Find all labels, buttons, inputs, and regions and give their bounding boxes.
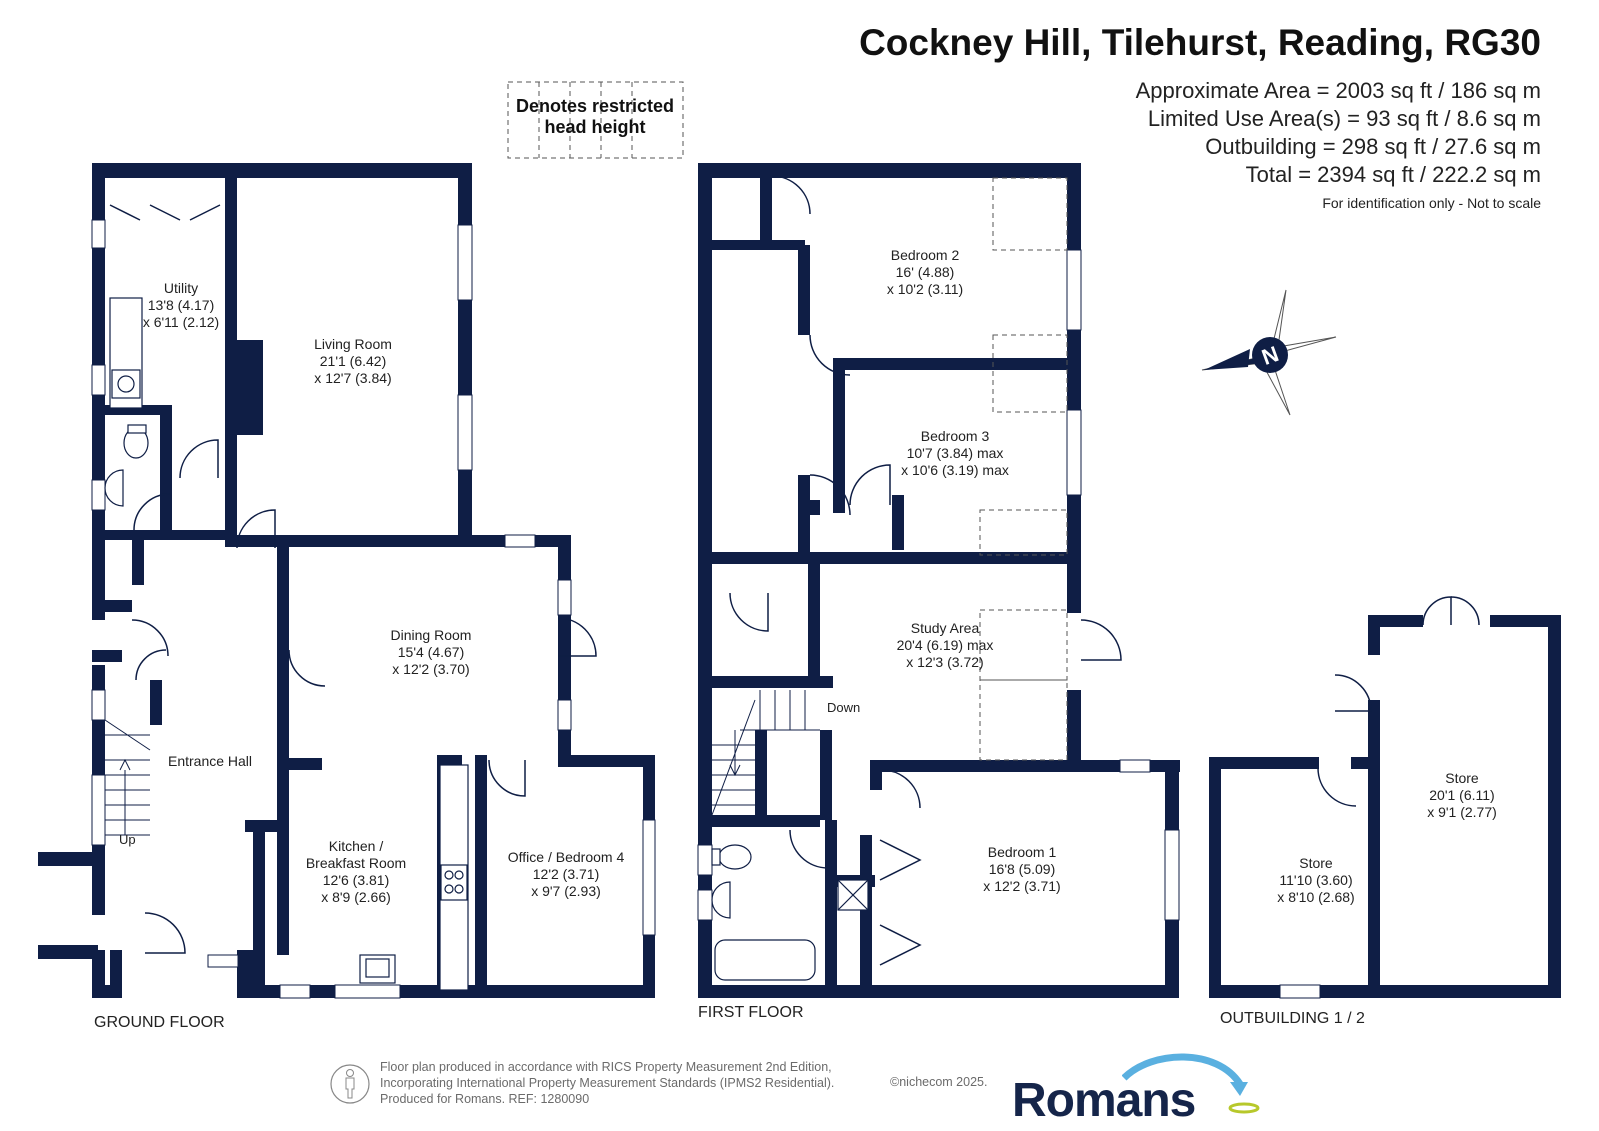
room-dim: x 8'10 (2.68): [1277, 889, 1355, 905]
room-kitchen: Kitchen / Breakfast Room 12'6 (3.81) x 8…: [306, 838, 406, 906]
restricted-height-legend: Denotes restricted head height: [506, 96, 684, 138]
room-store-2: Store 20'1 (6.11) x 9'1 (2.77): [1427, 770, 1497, 821]
room-name: Utility: [163, 280, 199, 296]
room-dim: x 10'2 (3.11): [886, 281, 964, 297]
outbuilding-walls: [1209, 615, 1561, 998]
stairs-up-label: Up: [119, 832, 136, 847]
footer-disclaimer: Floor plan produced in accordance with R…: [380, 1059, 834, 1107]
room-name: Entrance Hall: [167, 753, 253, 769]
room-dim: x 10'6 (3.19) max: [901, 462, 1009, 478]
room-dim: x 12'7 (3.84): [314, 370, 392, 386]
room-dim: 10'7 (3.84) max: [906, 445, 1004, 461]
rics-person-icon: [330, 1064, 370, 1104]
room-name: Bedroom 2: [890, 247, 960, 263]
room-dim: x 6'11 (2.12): [142, 314, 220, 330]
room-dim: 13'8 (4.17): [147, 297, 215, 313]
room-dim: 12'6 (3.81): [322, 872, 390, 888]
legend-line-2: head height: [544, 117, 646, 137]
footer-copyright: ©nichecom 2025.: [890, 1075, 988, 1089]
room-dim: 20'1 (6.11): [1429, 787, 1495, 803]
footer-line-1: Floor plan produced in accordance with R…: [380, 1060, 832, 1074]
room-name: Bedroom 3: [920, 428, 990, 444]
room-office: Office / Bedroom 4 12'2 (3.71) x 9'7 (2.…: [508, 849, 624, 900]
room-store-1: Store 11'10 (3.60) x 8'10 (2.68): [1277, 855, 1354, 906]
romans-logo: Romans: [1012, 1074, 1196, 1127]
limited-use-area-text: Limited Use Area(s) = 93 sq ft / 8.6 sq …: [1147, 106, 1541, 131]
room-living: Living Room 21'1 (6.42) x 12'7 (3.84): [314, 336, 392, 387]
property-address-title: Cockney Hill, Tilehurst, Reading, RG30: [859, 22, 1541, 63]
room-dim: 20'4 (6.19) max: [896, 637, 994, 653]
ground-floor-label: GROUND FLOOR: [94, 1014, 225, 1031]
room-name: Store: [1299, 855, 1333, 871]
room-bedroom-3: Bedroom 3 10'7 (3.84) max x 10'6 (3.19) …: [901, 428, 1009, 479]
room-entrance-hall: Entrance Hall: [168, 753, 252, 770]
room-name: Bedroom 1: [987, 844, 1057, 860]
room-bedroom-2: Bedroom 2 16' (4.88) x 10'2 (3.11): [887, 247, 963, 298]
room-dining: Dining Room 15'4 (4.67) x 12'2 (3.70): [391, 627, 472, 678]
room-dim: 21'1 (6.42): [319, 353, 387, 369]
footer-line-2: Incorporating International Property Mea…: [380, 1076, 835, 1090]
room-dim: x 9'7 (2.93): [531, 883, 601, 899]
footer-line-3: Produced for Romans. REF: 1280090: [380, 1092, 590, 1106]
room-dim: 12'2 (3.71): [532, 866, 600, 882]
room-name: Dining Room: [390, 627, 472, 643]
room-name: Kitchen /: [328, 838, 384, 854]
room-utility: Utility 13'8 (4.17) x 6'11 (2.12): [143, 280, 219, 331]
approximate-area-text: Approximate Area = 2003 sq ft / 186 sq m: [1135, 78, 1541, 103]
outbuilding-label: OUTBUILDING 1 / 2: [1220, 1010, 1365, 1027]
romans-logo-swoosh-icon: [1122, 1053, 1260, 1114]
room-name: Breakfast Room: [305, 855, 407, 871]
compass-rose-icon: N: [1201, 289, 1337, 416]
legend-line-1: Denotes restricted: [515, 96, 675, 116]
room-dim: x 12'2 (3.70): [392, 661, 470, 677]
room-dim: 11'10 (3.60): [1279, 872, 1353, 888]
room-bedroom-1: Bedroom 1 16'8 (5.09) x 12'2 (3.71): [983, 844, 1060, 895]
room-study-area: Study Area 20'4 (6.19) max x 12'3 (3.72): [897, 620, 994, 671]
room-dim: x 12'2 (3.71): [983, 878, 1061, 894]
room-name: Study Area: [910, 620, 980, 636]
room-dim: 15'4 (4.67): [397, 644, 465, 660]
room-name: Living Room: [314, 336, 392, 352]
room-name: Office / Bedroom 4: [507, 849, 625, 865]
total-area-text: Total = 2394 sq ft / 222.2 sq m: [1245, 162, 1541, 187]
identification-note: For identification only - Not to scale: [1322, 195, 1541, 211]
first-floor-label: FIRST FLOOR: [698, 1004, 804, 1021]
room-name: Store: [1445, 770, 1479, 786]
room-dim: x 12'3 (3.72): [906, 654, 984, 670]
room-dim: 16'8 (5.09): [988, 861, 1056, 877]
room-dim: 16' (4.88): [895, 264, 955, 280]
room-dim: x 9'1 (2.77): [1427, 804, 1497, 820]
outbuilding-area-text: Outbuilding = 298 sq ft / 27.6 sq m: [1205, 134, 1541, 159]
room-dim: x 8'9 (2.66): [321, 889, 391, 905]
stairs-down-label: Down: [827, 700, 861, 715]
